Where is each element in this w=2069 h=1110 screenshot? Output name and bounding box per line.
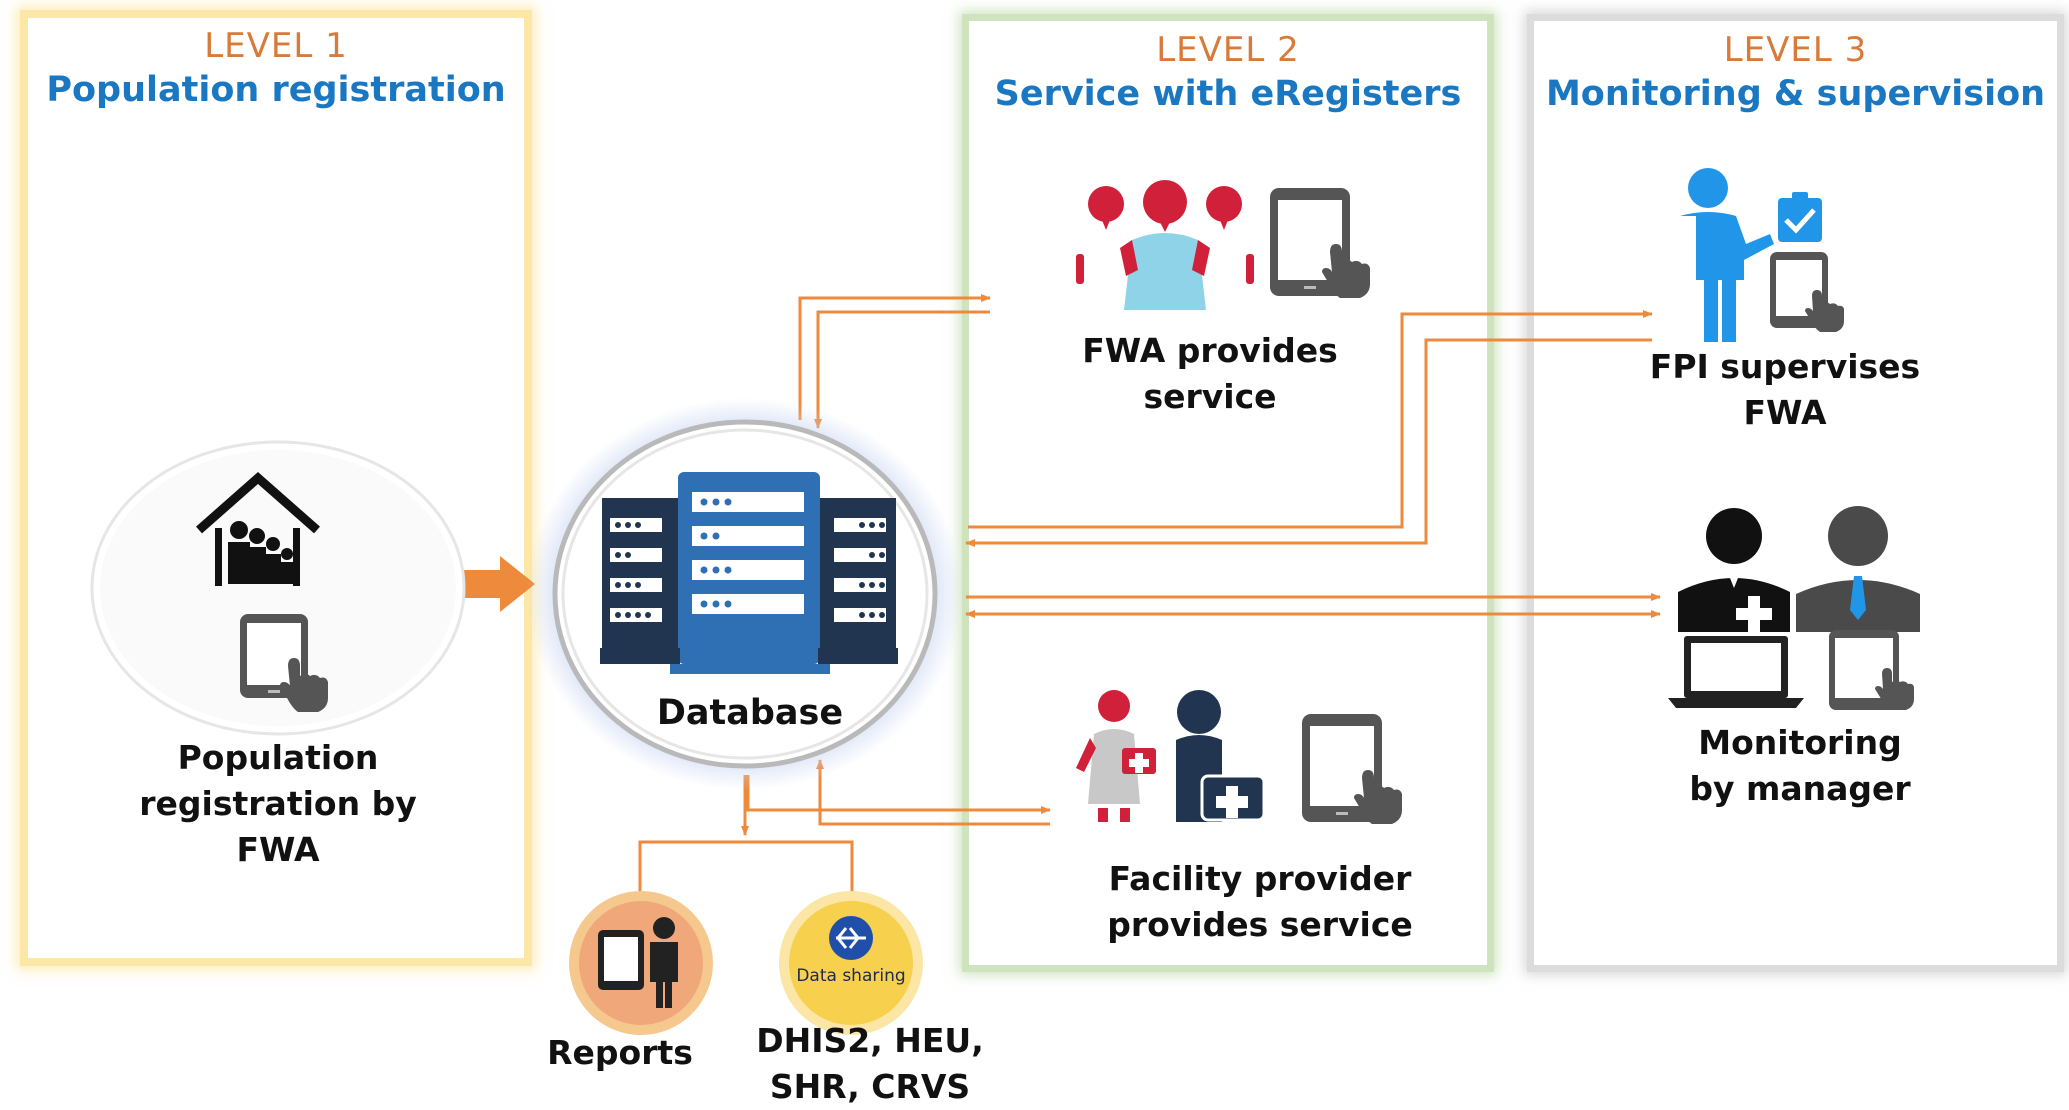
facility-caption-line-2: provides service: [1107, 905, 1413, 944]
level1-caption-line-1: Population: [177, 738, 379, 777]
arrow-fwa-to-db: [814, 310, 990, 429]
outputs-bracket: [638, 840, 854, 892]
server-icon: [600, 472, 898, 674]
house-family-icon: [196, 472, 320, 586]
facility-caption: Facility provider provides service: [1060, 856, 1460, 948]
arrow-fpi-to-db: [965, 338, 1652, 547]
fwa-caption: FWA provides service: [1040, 328, 1380, 420]
fpi-caption-line-1: FPI supervises: [1649, 347, 1921, 386]
fpi-caption-line-2: FWA: [1743, 393, 1827, 432]
level1-caption-line-2: registration by: [139, 784, 417, 823]
fpi-caption: FPI supervises FWA: [1620, 344, 1950, 436]
reports-circle: [569, 891, 713, 1035]
fwa-tablet-icon: [1270, 188, 1370, 298]
level1-title: Population registration: [46, 70, 506, 110]
level1-label: LEVEL 1: [204, 26, 348, 66]
level2-title: Service with eRegisters: [994, 74, 1462, 114]
database-label: Database: [656, 693, 844, 733]
fpi-tablet-icon: [1770, 252, 1844, 332]
arrow-level1-to-db: [458, 556, 535, 612]
arrow-facility-to-db: [816, 759, 1050, 826]
level1-caption-line-3: FWA: [236, 830, 320, 869]
fwa-group-icon: [1076, 180, 1254, 310]
level1-circle: [90, 440, 466, 736]
arrow-db-to-fwa: [798, 294, 991, 420]
level1-tablet-icon: [240, 614, 328, 712]
fpi-supervisor-icon: [1680, 168, 1822, 342]
managers-icon: [1668, 506, 1920, 710]
level2-label: LEVEL 2: [1156, 30, 1300, 70]
data-sharing-circle: [779, 891, 923, 1035]
fwa-caption-line-1: FWA provides: [1082, 331, 1338, 370]
manager-caption: Monitoring by manager: [1640, 720, 1960, 812]
level3-panel: [1527, 14, 2064, 972]
reports-label: Reports: [547, 1033, 693, 1072]
facility-providers-icon: [1076, 690, 1266, 822]
facility-caption-line-1: Facility provider: [1108, 859, 1412, 898]
data-sharing-badge: Data sharing: [796, 966, 906, 986]
level1-caption: Population registration by FWA: [60, 735, 496, 873]
facility-tablet-icon: [1302, 714, 1402, 824]
data-sharing-caption-line-2: SHR, CRVS: [769, 1067, 971, 1106]
level3-title: Monitoring & supervision: [1545, 74, 2046, 114]
data-sharing-caption: DHIS2, HEU, SHR, CRVS: [720, 1018, 1020, 1110]
level3-label: LEVEL 3: [1723, 30, 1868, 70]
data-sharing-caption-line-1: DHIS2, HEU,: [756, 1021, 984, 1060]
manager-caption-line-1: Monitoring: [1698, 723, 1902, 762]
manager-caption-line-2: by manager: [1689, 769, 1911, 808]
arrow-db-to-fpi: [968, 310, 1653, 529]
fwa-caption-line-2: service: [1143, 377, 1277, 416]
